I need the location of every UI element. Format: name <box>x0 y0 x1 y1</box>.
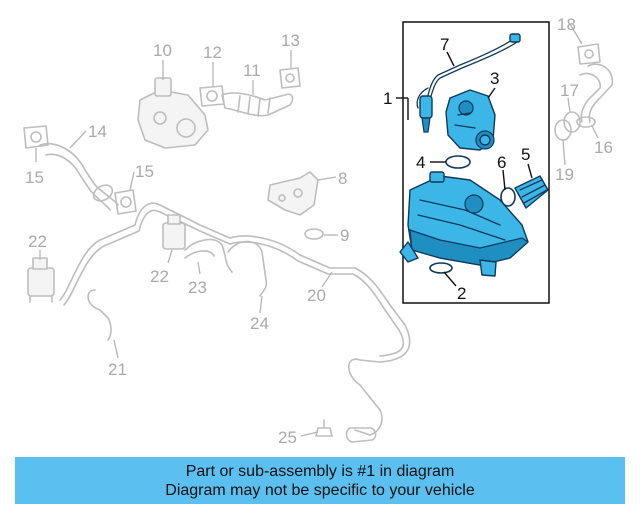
callout-22-center: 22 <box>150 267 169 286</box>
gasket-part-19 <box>554 119 572 141</box>
callout-23: 23 <box>188 278 207 297</box>
gasket-part-15-right <box>114 189 137 215</box>
egr-valve-part-3 <box>445 89 496 151</box>
info-banner: Part or sub-assembly is #1 in diagram Di… <box>15 457 625 504</box>
callout-17: 17 <box>560 81 579 100</box>
callout-8: 8 <box>338 169 347 188</box>
hose-part-5 <box>514 175 549 209</box>
banner-line-2: Diagram may not be specific to your vehi… <box>165 481 475 499</box>
o-ring-part-2 <box>429 262 453 274</box>
vacuum-hose-part-21 <box>87 289 112 341</box>
egr-pipe-part-16 <box>576 63 614 128</box>
callout-6: 6 <box>497 153 506 172</box>
o-ring-part-6 <box>500 187 516 207</box>
callout-22-left: 22 <box>28 232 47 251</box>
callout-18: 18 <box>557 15 576 34</box>
gasket-part-15-left <box>23 125 49 149</box>
clamp-part-17 <box>563 111 581 133</box>
flex-pipe-part-11 <box>221 92 294 117</box>
callout-10: 10 <box>153 41 172 60</box>
egr-valve-part-10 <box>137 77 209 149</box>
vacuum-hose-part-24 <box>227 240 268 297</box>
callout-20: 20 <box>307 286 326 305</box>
parts-diagram: 1 2 3 4 5 6 7 8 9 10 11 12 13 14 15 15 1… <box>23 15 614 447</box>
callout-9: 9 <box>340 226 349 245</box>
solenoid-valve-part-22-center <box>162 214 186 250</box>
callout-11: 11 <box>243 61 261 80</box>
callout-15-left: 15 <box>25 168 44 187</box>
o-ring-part-9 <box>304 228 324 240</box>
callout-25: 25 <box>278 428 297 447</box>
callout-15-right: 15 <box>135 162 154 181</box>
solenoid-valve-part-22-left <box>27 257 55 303</box>
callout-21: 21 <box>108 360 127 379</box>
callout-4: 4 <box>416 153 425 172</box>
callout-16: 16 <box>594 138 613 157</box>
assembly-box <box>402 21 550 304</box>
egr-pipe-part-20 <box>59 202 411 436</box>
gasket-part-18 <box>577 43 601 65</box>
callout-1: 1 <box>383 89 392 108</box>
egr-tube-part-14 <box>39 143 119 211</box>
callout-3: 3 <box>490 69 499 88</box>
o-ring-part-4 <box>445 155 471 169</box>
vacuum-hose-part-23 <box>184 238 233 273</box>
callout-5: 5 <box>521 145 530 164</box>
sensor-part-25 <box>315 419 333 437</box>
callout-14: 14 <box>88 122 107 141</box>
gasket-part-12 <box>199 85 225 107</box>
gasket-part-13 <box>279 67 301 89</box>
callout-7: 7 <box>440 35 449 54</box>
bracket-part-8 <box>267 171 319 216</box>
egr-cooler-part-1 <box>399 171 529 277</box>
pipe-fitting <box>345 427 377 443</box>
callout-19: 19 <box>555 165 574 184</box>
callout-12: 12 <box>203 43 222 62</box>
banner-line-1: Part or sub-assembly is #1 in diagram <box>185 462 455 480</box>
callout-13: 13 <box>281 31 300 50</box>
callout-24: 24 <box>250 314 269 333</box>
callout-2: 2 <box>457 284 466 303</box>
sensor-wire-part-7 <box>416 33 521 133</box>
